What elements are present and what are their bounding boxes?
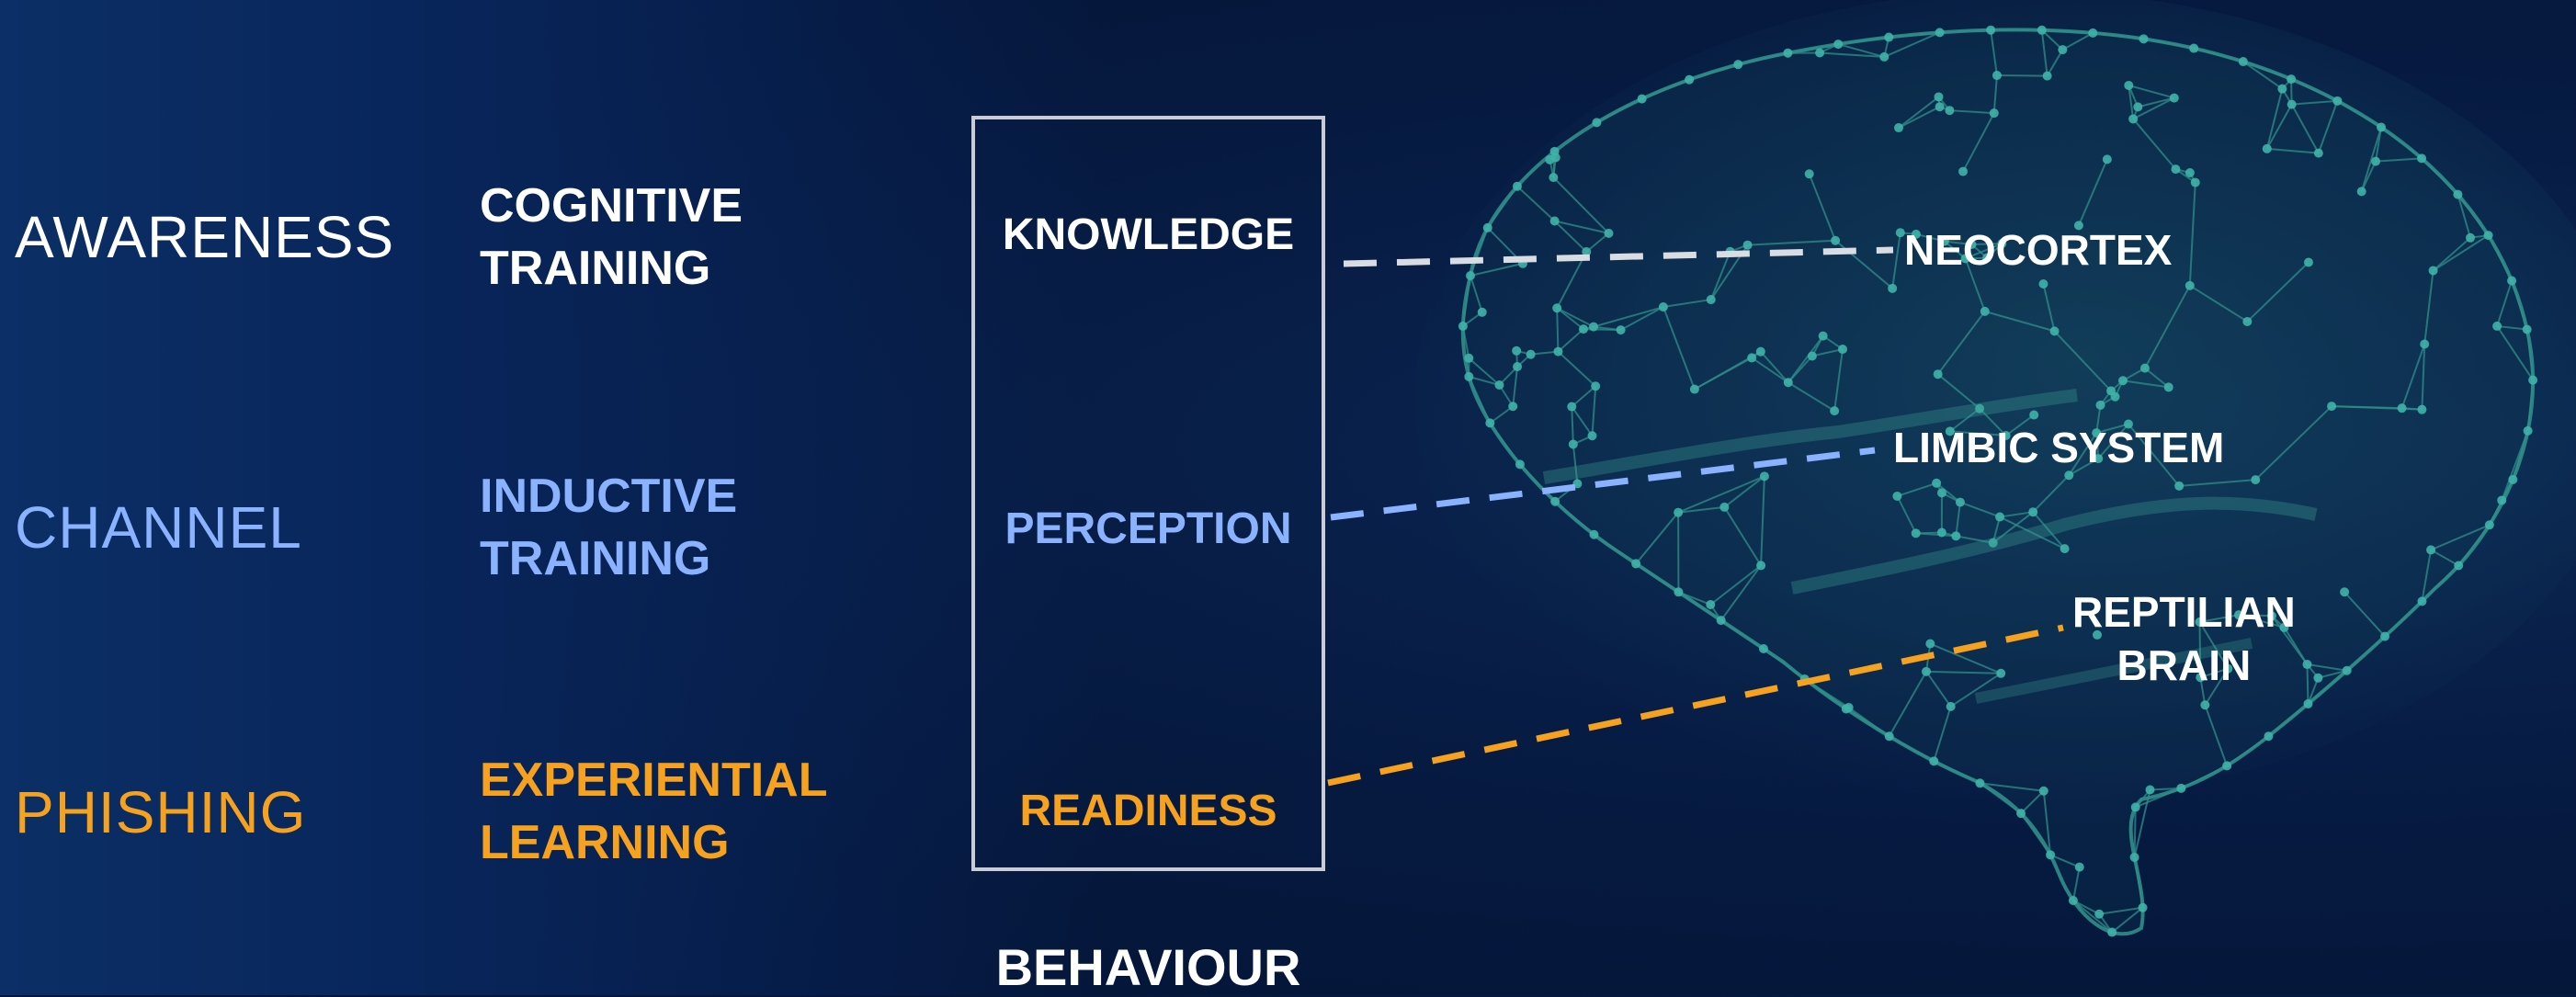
training-line2: LEARNING bbox=[480, 811, 828, 874]
training-line1: COGNITIVE bbox=[480, 175, 743, 237]
category-channel: CHANNEL bbox=[15, 493, 302, 561]
connector-neocortex bbox=[1344, 250, 1893, 264]
brain-label-limbic: LIMBIC SYSTEM bbox=[1893, 421, 2224, 474]
connector-reptilian bbox=[1328, 628, 2063, 783]
training-cognitive: COGNITIVE TRAINING bbox=[480, 175, 743, 300]
box-label-knowledge: KNOWLEDGE bbox=[971, 210, 1325, 260]
category-awareness: AWARENESS bbox=[15, 203, 394, 271]
training-line2: TRAINING bbox=[480, 237, 743, 300]
training-line2: TRAINING bbox=[480, 527, 737, 590]
brain-label-neocortex: NEOCORTEX bbox=[1904, 223, 2172, 277]
category-phishing: PHISHING bbox=[15, 778, 306, 846]
reptilian-line1: REPTILIAN bbox=[2072, 585, 2296, 639]
training-line1: INDUCTIVE bbox=[480, 465, 737, 527]
reptilian-line2: BRAIN bbox=[2072, 639, 2296, 692]
connector-limbic bbox=[1331, 450, 1875, 517]
box-label-readiness: READINESS bbox=[971, 786, 1325, 836]
box-label-perception: PERCEPTION bbox=[971, 504, 1325, 554]
training-inductive: INDUCTIVE TRAINING bbox=[480, 465, 737, 590]
brain-label-reptilian: REPTILIAN BRAIN bbox=[2072, 585, 2296, 692]
training-experiential: EXPERIENTIAL LEARNING bbox=[480, 749, 828, 874]
box-footer-behaviour: BEHAVIOUR bbox=[971, 937, 1325, 997]
training-line1: EXPERIENTIAL bbox=[480, 749, 828, 811]
